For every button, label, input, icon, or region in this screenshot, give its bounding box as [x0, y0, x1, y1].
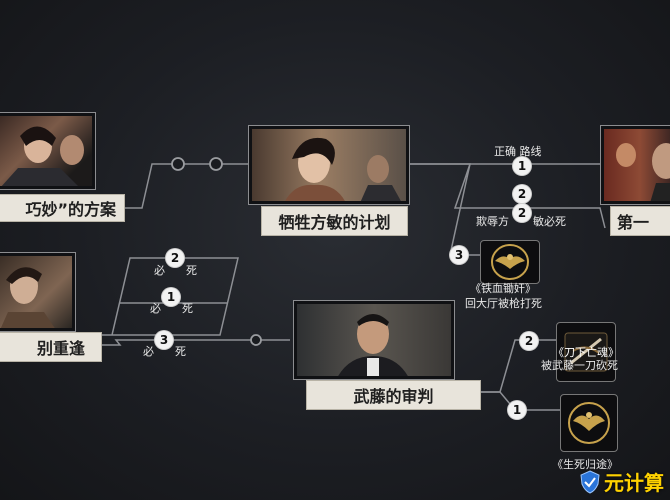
- blade-title: 《刀下亡魂》: [553, 346, 619, 359]
- scene-portrait: [0, 116, 92, 186]
- life-death-title: 《生死归途》: [552, 458, 618, 471]
- must-die-2-pre: 必: [154, 264, 165, 277]
- scene-portrait: [604, 129, 670, 201]
- life-death-ending-card[interactable]: [560, 394, 618, 452]
- branch-number-badge[interactable]: 3: [450, 246, 468, 264]
- traitor-ending-card[interactable]: [480, 240, 540, 284]
- watermark: 元计算: [579, 467, 664, 496]
- must-die-1-pre: 必: [150, 302, 161, 315]
- must-die-3-pre: 必: [143, 345, 154, 358]
- scene-portrait: [0, 256, 72, 328]
- branch-number-badge[interactable]: 1: [508, 401, 526, 419]
- correct-route-text: 正确 路线: [494, 145, 542, 158]
- blade-desc: 被武藤一刀砍死: [541, 359, 618, 372]
- humiliate-text-b: 敏必死: [533, 215, 566, 228]
- node-first-label[interactable]: 第一: [610, 206, 670, 236]
- scene-trial-thumbnail[interactable]: [293, 300, 455, 380]
- traitor-title: 《铁血锄奸》: [470, 282, 536, 295]
- node-reunion-label[interactable]: 别重逢: [0, 332, 102, 362]
- traitor-desc: 回大厅被枪打死: [465, 297, 542, 310]
- humiliate-text-a: 欺辱方: [476, 215, 509, 228]
- branch-number-badge[interactable]: 2: [513, 185, 531, 203]
- eagle-emblem-icon: [568, 402, 610, 444]
- scene-portrait: [252, 129, 406, 201]
- branch-number-badge[interactable]: 2: [520, 332, 538, 350]
- scene-portrait: [297, 304, 451, 376]
- branch-number-badge[interactable]: 2: [166, 249, 184, 267]
- eagle-emblem-icon: [491, 244, 529, 280]
- blade-ending-card[interactable]: [556, 322, 616, 382]
- must-die-2-post: 死: [186, 264, 197, 277]
- branch-number-badge[interactable]: 3: [155, 331, 173, 349]
- must-die-1-post: 死: [182, 302, 193, 315]
- node-plan-label[interactable]: 巧妙”的方案: [0, 194, 125, 222]
- must-die-3-post: 死: [175, 345, 186, 358]
- scene-plan-thumbnail[interactable]: [0, 112, 96, 190]
- branch-number-badge[interactable]: 2: [513, 204, 531, 222]
- blade-emblem-icon: [564, 332, 608, 372]
- branch-number-badge[interactable]: 1: [162, 288, 180, 306]
- branch-number-badge[interactable]: 1: [513, 157, 531, 175]
- scene-first-thumbnail[interactable]: [600, 125, 670, 205]
- node-sacrifice-label[interactable]: 牺牲方敏的计划: [261, 206, 408, 236]
- scene-reunion-thumbnail[interactable]: [0, 252, 76, 332]
- shield-logo-icon: [580, 469, 600, 494]
- scene-sacrifice-thumbnail[interactable]: [248, 125, 410, 205]
- node-trial-label[interactable]: 武藤的审判: [306, 380, 481, 410]
